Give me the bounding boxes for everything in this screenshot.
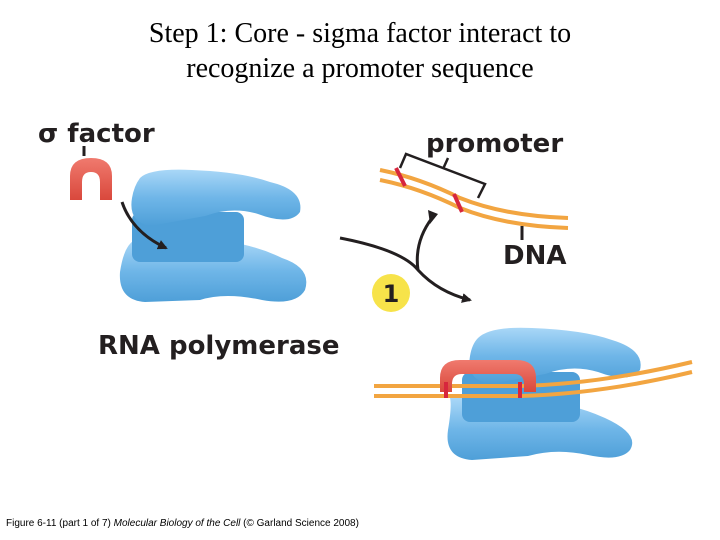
title-line-2: recognize a promoter sequence bbox=[186, 53, 534, 84]
rna-polymerase-core bbox=[119, 169, 307, 302]
caption-figure: Figure 6-11 (part 1 of 7) bbox=[6, 518, 111, 529]
title-line-1: Step 1: Core - sigma factor interact to bbox=[148, 18, 572, 49]
promoter-bracket bbox=[398, 152, 487, 199]
reaction-arrow-branch bbox=[415, 217, 434, 271]
step-badge: 1 bbox=[372, 274, 410, 312]
dna-label: DNA bbox=[503, 241, 566, 271]
step-number: 1 bbox=[383, 280, 400, 308]
slide-title: Step 1: Core - sigma factor interact to … bbox=[0, 16, 720, 86]
binding-arrow bbox=[120, 201, 168, 250]
sigma-factor-free bbox=[70, 158, 112, 200]
caption-book: Molecular Biology of the Cell bbox=[113, 518, 241, 529]
sigma-factor-label: σ factor bbox=[38, 119, 155, 149]
holoenzyme-complex bbox=[374, 327, 693, 460]
reaction-arrow-tip-upper bbox=[428, 210, 438, 224]
rna-polymerase-label: RNA polymerase bbox=[98, 331, 340, 361]
caption-credit: (© Garland Science 2008) bbox=[243, 518, 359, 529]
promoter-mark-right bbox=[452, 193, 464, 213]
promoter-mark-left bbox=[394, 167, 407, 187]
promoter-label: promoter bbox=[426, 129, 563, 159]
dna-free bbox=[379, 167, 569, 230]
figure-caption: Figure 6-11 (part 1 of 7) Molecular Biol… bbox=[6, 518, 359, 529]
